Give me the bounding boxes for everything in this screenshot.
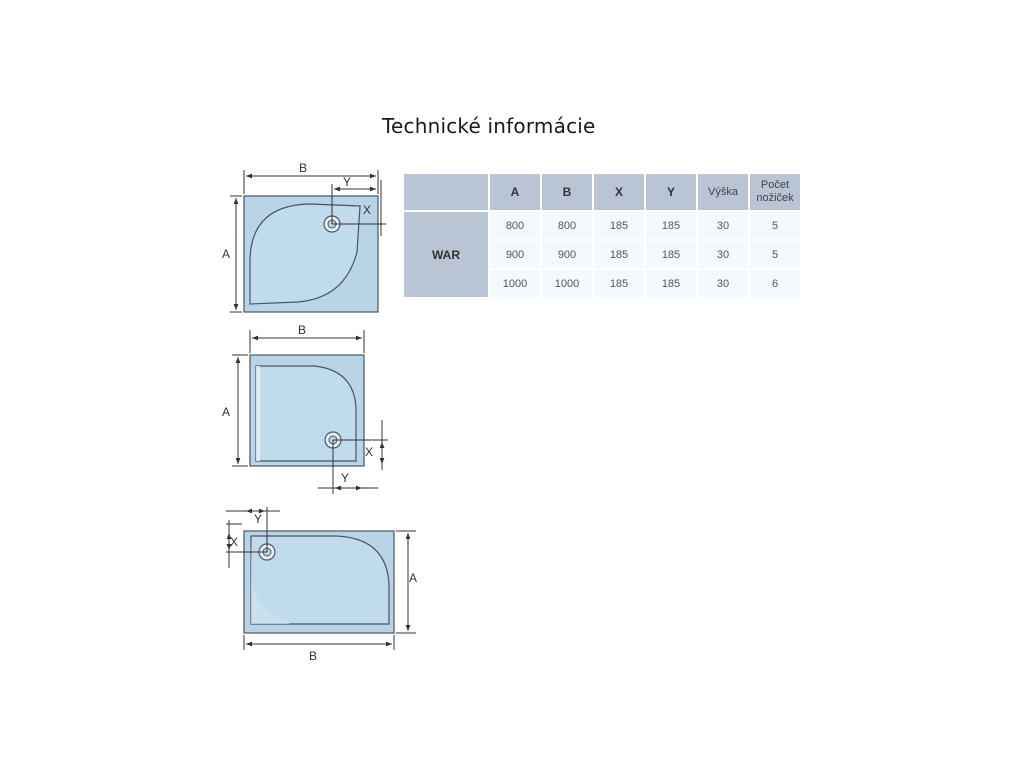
tray-basin [255,365,357,462]
dim-label-a: A [222,405,230,419]
col-header-legs: Počet nožiček [750,174,800,210]
col-header-y: Y [646,174,696,210]
table-cell: 5 [750,212,800,239]
dim-label-b: B [309,649,317,663]
col-header-b: B [542,174,592,210]
table-cell: 185 [646,241,696,268]
dim-label-y: Y [254,512,262,526]
table-cell: 30 [698,270,748,297]
table-header-row: A B X Y Výška Počet nožiček [404,174,800,210]
dim-label-a: A [409,571,417,585]
specs-table: A B X Y Výška Počet nožiček WAR 800 800 … [402,172,802,299]
table-cell: 185 [594,212,644,239]
table-cell: 900 [542,241,592,268]
table-cell: 30 [698,212,748,239]
table-cell: 1000 [490,270,540,297]
table-cell: 800 [542,212,592,239]
table-cell: 800 [490,212,540,239]
col-header-height: Výška [698,174,748,210]
dim-label-x: X [363,203,371,217]
dim-label-x: X [365,445,373,459]
dim-label-y: Y [343,175,351,189]
table-row: 1000 1000 185 185 30 6 [404,270,800,297]
square-tray-diagram: B A X Y [222,323,388,494]
tray-basin [250,535,390,625]
table-cell: 1000 [542,270,592,297]
dim-label-a: A [222,247,230,261]
table-cell: 6 [750,270,800,297]
dim-label-b: B [299,161,307,175]
col-header-a: A [490,174,540,210]
table-cell: 30 [698,241,748,268]
col-header-x: X [594,174,644,210]
table-cell: 185 [646,212,696,239]
dim-label-y: Y [341,471,349,485]
page-title: Technické informácie [382,114,596,138]
table-corner-cell [404,174,488,210]
model-cell: WAR [404,212,488,297]
table-row: 900 900 185 185 30 5 [404,241,800,268]
table-cell: 185 [594,270,644,297]
quarter-tray-diagram: B A Y X [222,161,386,313]
table-cell: 5 [750,241,800,268]
dim-label-b: B [298,323,306,337]
table-cell: 185 [646,270,696,297]
table-cell: 900 [490,241,540,268]
table-row: WAR 800 800 185 185 30 5 [404,212,800,297]
table-cell: 185 [594,241,644,268]
dim-label-x: X [230,535,238,549]
rect-tray-diagram: Y X A B [226,507,417,663]
